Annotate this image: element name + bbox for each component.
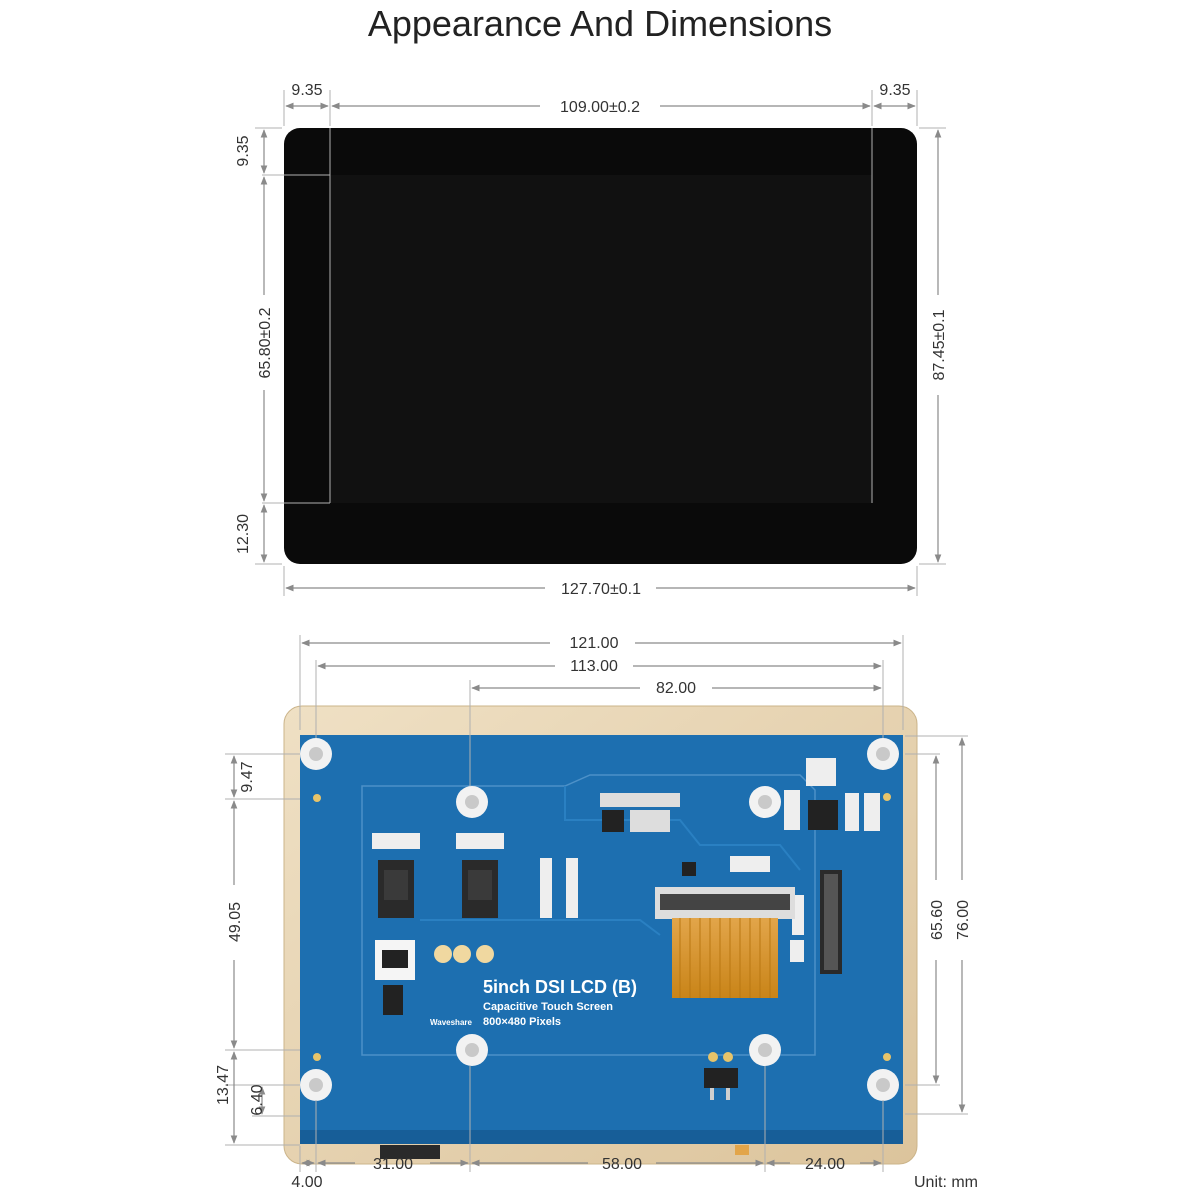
dim-total-width: 127.70±0.1: [561, 581, 641, 598]
mounting-hole: [867, 738, 899, 770]
mounting-hole: [749, 1034, 781, 1066]
pcb-line3-label: 800×480 Pixels: [483, 1016, 561, 1028]
mounting-hole: [456, 1034, 488, 1066]
dim-border-top: 9.35: [235, 135, 252, 166]
back-view: 5inch DSI LCD (B) Capacitive Touch Scree…: [215, 635, 972, 1191]
mounting-hole: [867, 1069, 899, 1101]
dim-active-width: 109.00±0.2: [560, 99, 640, 116]
lcd-active-area: [330, 175, 872, 503]
dim-left-13-47: 13.47: [215, 1065, 232, 1105]
pcb-brand-label: Waveshare: [430, 1018, 473, 1027]
pcb-line2-label: Capacitive Touch Screen: [483, 1001, 613, 1013]
dim-bottom-4-00: 4.00: [291, 1174, 322, 1191]
dim-right-76-00: 76.00: [955, 900, 972, 940]
dim-active-height: 65.80±0.2: [257, 307, 274, 378]
mounting-hole: [300, 1069, 332, 1101]
dim-width-113: 113.00: [570, 658, 618, 675]
front-view: 9.35 109.00±0.2 9.35 9.35 65.80±0.2 12.3…: [235, 82, 948, 598]
unit-label: Unit: mm: [914, 1174, 978, 1191]
dim-left-49-05: 49.05: [227, 902, 244, 942]
mounting-hole: [456, 786, 488, 818]
dim-bottom-58-00: 58.00: [602, 1156, 642, 1173]
mounting-hole: [300, 738, 332, 770]
fpc-ribbon-cable: [655, 887, 795, 998]
pcb-components: [372, 758, 880, 1100]
dim-bottom-24-00: 24.00: [805, 1156, 845, 1173]
pcb-product-label: 5inch DSI LCD (B): [483, 977, 637, 997]
mounting-hole: [749, 786, 781, 818]
dim-border-left: 9.35: [291, 82, 322, 99]
page-title: Appearance And Dimensions: [368, 3, 832, 44]
dim-width-121: 121.00: [570, 635, 619, 652]
dim-left-6-40: 6.40: [249, 1084, 266, 1115]
dim-border-bottom: 12.30: [235, 514, 252, 554]
dim-right-65-60: 65.60: [929, 900, 946, 940]
dim-width-82: 82.00: [656, 680, 696, 697]
dim-bottom-31-00: 31.00: [373, 1156, 413, 1173]
dim-total-height: 87.45±0.1: [931, 309, 948, 380]
dim-border-right: 9.35: [879, 82, 910, 99]
dim-left-9-47: 9.47: [239, 761, 256, 792]
